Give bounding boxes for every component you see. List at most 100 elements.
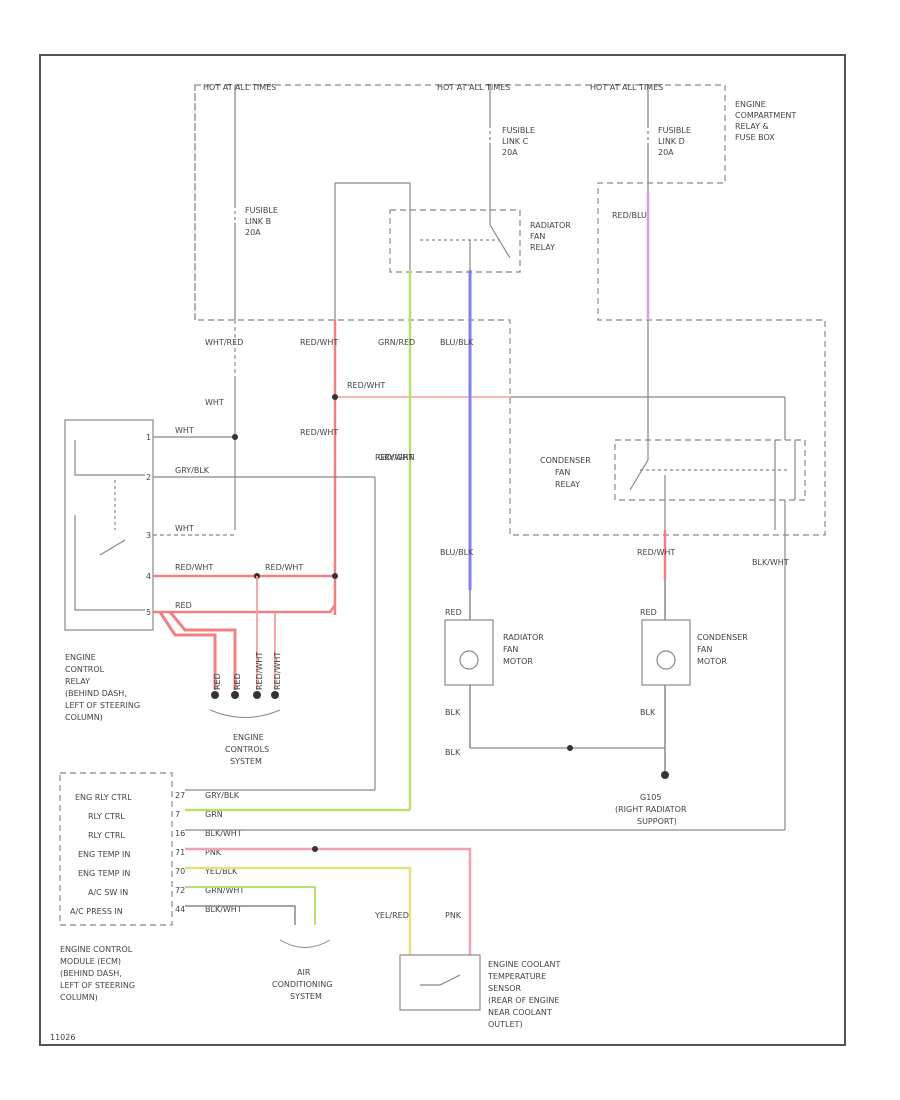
svg-text:ENGINE CONTROL: ENGINE CONTROL xyxy=(60,945,133,954)
svg-text:ENG TEMP IN: ENG TEMP IN xyxy=(78,869,130,878)
wht-label: WHT xyxy=(205,398,224,407)
svg-text:FAN: FAN xyxy=(697,645,712,654)
ecm-pin-numbers: 27 7 16 71 70 72 44 xyxy=(175,791,185,914)
blu-blk-label-2: BLU/BLK xyxy=(440,548,474,557)
ac-system-label: AIR CONDITIONING SYSTEM xyxy=(272,968,332,1001)
fusible-link-c: FUSIBLE LINK C 20A xyxy=(502,126,535,157)
svg-text:7: 7 xyxy=(175,810,180,819)
svg-text:SYSTEM: SYSTEM xyxy=(230,757,262,766)
ecr-wire-3: WHT xyxy=(175,524,194,533)
svg-text:NEAR COOLANT: NEAR COOLANT xyxy=(488,1008,552,1017)
red-wht-label-a: RED/WHT xyxy=(300,338,338,347)
svg-text:CONTROLS: CONTROLS xyxy=(225,745,269,754)
svg-text:ENGINE: ENGINE xyxy=(735,100,766,109)
engine-controls-stubs-2 xyxy=(256,576,276,690)
svg-text:RLY CTRL: RLY CTRL xyxy=(88,812,125,821)
svg-text:LINK B: LINK B xyxy=(245,217,271,226)
svg-text:GRN: GRN xyxy=(205,810,223,819)
radiator-fan-motor-label: RADIATOR FAN MOTOR xyxy=(503,633,544,666)
svg-text:20A: 20A xyxy=(502,148,518,157)
engine-controls-label: ENGINE CONTROLS SYSTEM xyxy=(225,733,269,766)
svg-text:72: 72 xyxy=(175,886,185,895)
blk-wht-label: BLK/WHT xyxy=(752,558,789,567)
coolant-sensor-box xyxy=(399,954,481,1011)
engine-control-relay-label: ENGINE CONTROL RELAY (BEHIND DASH, LEFT … xyxy=(65,653,140,722)
condenser-relay-internals xyxy=(614,439,806,530)
svg-text:MODULE (ECM): MODULE (ECM) xyxy=(60,957,121,966)
svg-text:RED/WHT: RED/WHT xyxy=(273,652,282,690)
svg-text:RADIATOR: RADIATOR xyxy=(503,633,544,642)
splice-dot xyxy=(332,394,338,400)
hot-at-all-times-1: HOT AT ALL TIMES xyxy=(203,83,276,92)
svg-text:LEFT OF STEERING: LEFT OF STEERING xyxy=(65,701,140,710)
fuse-box-outline xyxy=(194,84,826,536)
svg-text:OUTLET): OUTLET) xyxy=(488,1020,523,1029)
svg-text:RED/WHT: RED/WHT xyxy=(255,652,264,690)
svg-text:COLUMN): COLUMN) xyxy=(60,993,98,1002)
ecr-pin-rows xyxy=(153,436,376,790)
svg-text:RLY CTRL: RLY CTRL xyxy=(88,831,125,840)
svg-text:FAN: FAN xyxy=(503,645,518,654)
ground-point xyxy=(661,771,669,779)
svg-text:LINK D: LINK D xyxy=(658,137,685,146)
ecr-wire-4: RED/WHT xyxy=(175,563,213,572)
svg-text:ENG RLY CTRL: ENG RLY CTRL xyxy=(75,793,132,802)
ecr-pin-1: 1 xyxy=(146,433,151,442)
svg-text:RELAY: RELAY xyxy=(65,677,90,686)
red-blu-label: RED/BLU xyxy=(612,211,647,220)
red-motor-label-1: RED xyxy=(445,608,462,617)
svg-text:A/C PRESS IN: A/C PRESS IN xyxy=(70,907,123,916)
splice-redwht-2 xyxy=(332,573,338,579)
svg-text:20A: 20A xyxy=(658,148,674,157)
yel-red-label: YEL/RED xyxy=(374,911,409,920)
svg-text:ENGINE COOLANT: ENGINE COOLANT xyxy=(488,960,560,969)
stub-labels: RED RED RED/WHT RED/WHT xyxy=(213,652,282,690)
fusible-link-b: FUSIBLE LINK B 20A xyxy=(245,206,278,237)
svg-text:CONDENSER: CONDENSER xyxy=(697,633,748,642)
svg-text:RELAY: RELAY xyxy=(530,243,555,252)
svg-text:PNK: PNK xyxy=(205,848,222,857)
gry-grn-label: GRY/GRN xyxy=(378,453,415,462)
red-wht-cond-label: RED/WHT xyxy=(637,548,675,557)
svg-text:SENSOR: SENSOR xyxy=(488,984,521,993)
blk-label-1: BLK xyxy=(445,708,461,717)
engine-control-relay xyxy=(64,419,154,631)
svg-text:(BEHIND DASH,: (BEHIND DASH, xyxy=(65,689,127,698)
svg-text:FAN: FAN xyxy=(530,232,545,241)
ecr-pin-2: 2 xyxy=(146,473,151,482)
svg-text:BLK/WHT: BLK/WHT xyxy=(205,829,242,838)
svg-text:CONDITIONING: CONDITIONING xyxy=(272,980,332,989)
condenser-fan-relay-label: CONDENSER FAN RELAY xyxy=(540,456,591,489)
fusible-links xyxy=(234,85,649,320)
condenser-motor-icon xyxy=(656,650,676,670)
svg-text:FUSE BOX: FUSE BOX xyxy=(735,133,775,142)
ecm-wire-labels: GRY/BLK GRN BLK/WHT PNK YEL/BLK GRN/WHT … xyxy=(204,791,244,914)
svg-text:ENGINE: ENGINE xyxy=(233,733,264,742)
svg-text:27: 27 xyxy=(175,791,185,800)
ecm-pin-labels: ENG RLY CTRL RLY CTRL RLY CTRL ENG TEMP … xyxy=(70,793,132,916)
svg-text:SUPPORT): SUPPORT) xyxy=(637,817,677,826)
svg-text:FAN: FAN xyxy=(555,468,570,477)
ground-splice xyxy=(567,745,573,751)
ecr-pin-3: 3 xyxy=(146,531,151,540)
svg-text:FUSIBLE: FUSIBLE xyxy=(658,126,691,135)
svg-text:LEFT OF STEERING: LEFT OF STEERING xyxy=(60,981,135,990)
svg-text:ENGINE: ENGINE xyxy=(65,653,96,662)
radiator-relay-internals xyxy=(334,182,511,320)
red-wht-label-c: RED/WHT xyxy=(347,381,385,390)
hot-at-all-times-3: HOT AT ALL TIMES xyxy=(590,83,663,92)
svg-text:71: 71 xyxy=(175,848,185,857)
svg-text:BLK/WHT: BLK/WHT xyxy=(205,905,242,914)
svg-text:AIR: AIR xyxy=(297,968,311,977)
coolant-sensor-symbol xyxy=(420,974,461,986)
wht-red-label: WHT/RED xyxy=(205,338,243,347)
svg-text:(BEHIND DASH,: (BEHIND DASH, xyxy=(60,969,122,978)
svg-text:70: 70 xyxy=(175,867,185,876)
pnk-splice xyxy=(312,846,318,852)
svg-text:TEMPERATURE: TEMPERATURE xyxy=(487,972,546,981)
engine-controls-stubs xyxy=(158,611,237,690)
svg-text:44: 44 xyxy=(175,905,185,914)
ground-label: G105 (RIGHT RADIATOR SUPPORT) xyxy=(615,793,687,826)
radiator-motor-icon xyxy=(459,650,479,670)
blk-label-3: BLK xyxy=(445,748,461,757)
